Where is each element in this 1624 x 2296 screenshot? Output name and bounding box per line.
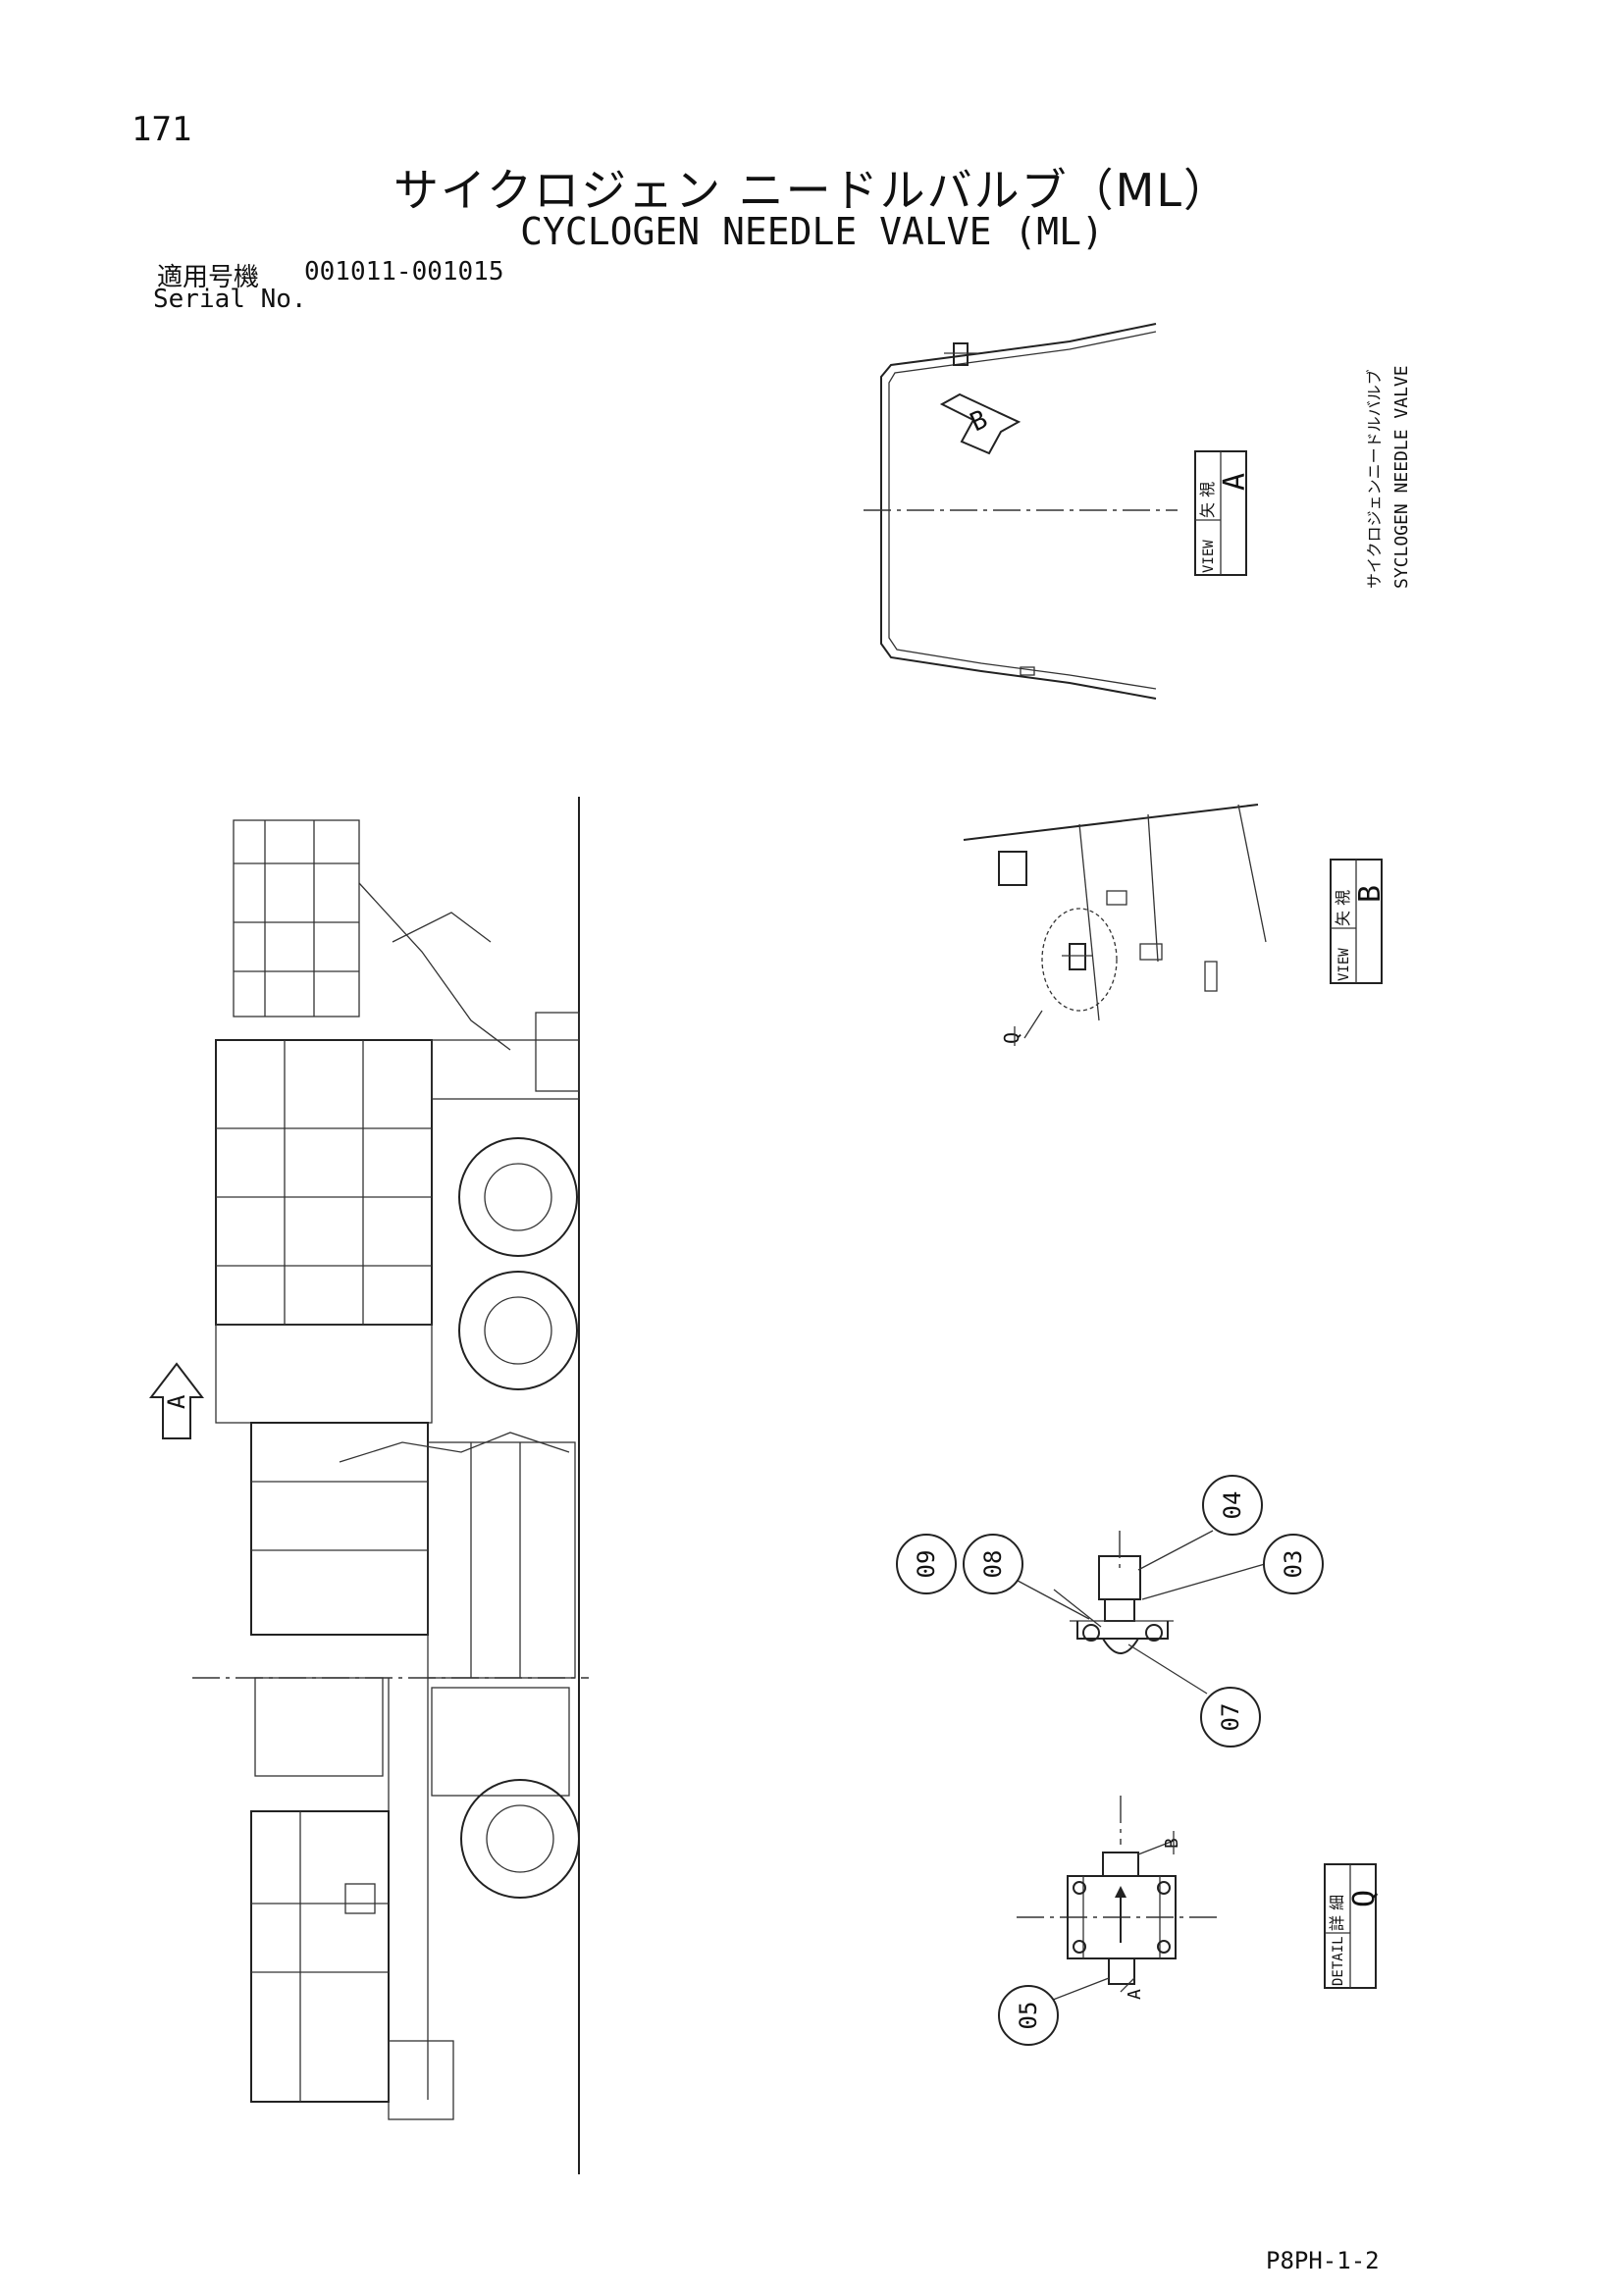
- part-callout-07: 07: [1200, 1687, 1261, 1748]
- detail-q-label: 詳 細 DETAIL Q: [1324, 1863, 1382, 1989]
- view-a-frame-drawing: B: [864, 323, 1178, 700]
- side-label-japanese: サイクロジェンニードルバルブ: [1365, 369, 1384, 589]
- callout-label-05: 05: [1015, 2002, 1042, 2030]
- callout-label-04: 04: [1219, 1491, 1246, 1520]
- arrow-a-letter: A: [163, 1394, 190, 1409]
- view-a-letter: A: [1218, 473, 1252, 491]
- page-title-japanese: サイクロジェン ニードルバルブ（ML）: [393, 164, 1231, 217]
- view-a-label: 矢 視 VIEW A: [1194, 450, 1252, 576]
- port-a-label: A: [1125, 1989, 1145, 2000]
- detail-q-drawing: B A: [1017, 1796, 1217, 2003]
- detail-q-label-japanese: 詳 細: [1328, 1895, 1346, 1931]
- part-callout-04: 04: [1202, 1475, 1263, 1536]
- view-b-label-japanese: 矢 視: [1334, 890, 1352, 926]
- side-part-label: サイクロジェンニードルバルブ SYCLOGEN NEEDLE VALVE: [1365, 365, 1412, 589]
- view-b-letter: B: [1353, 885, 1388, 903]
- serial-label-japanese: 適用号機: [157, 263, 260, 292]
- valve-symbol-view-a: [944, 342, 977, 366]
- detail-q-label-english: DETAIL: [1331, 1936, 1346, 1986]
- view-b-label: 矢 視 VIEW B: [1330, 859, 1388, 984]
- part-callout-03: 03: [1263, 1534, 1324, 1594]
- callout-label-03: 03: [1280, 1550, 1307, 1579]
- crane-vehicle-side-view: A: [148, 797, 589, 2174]
- side-label-english: SYCLOGEN NEEDLE VALVE: [1391, 365, 1412, 589]
- port-b-label: B: [1162, 1838, 1182, 1849]
- view-b-drawing: Q: [963, 804, 1267, 1046]
- page-title-english: CYCLOGEN NEEDLE VALVE (ML): [520, 210, 1104, 253]
- part-callout-09: 09: [896, 1534, 957, 1594]
- document-code: P8PH-1-2: [1266, 2247, 1380, 2274]
- callout-label-09: 09: [913, 1550, 940, 1579]
- callout-label-07: 07: [1217, 1703, 1244, 1732]
- view-a-direction-arrow: A: [148, 1362, 205, 1439]
- view-a-label-english: VIEW: [1201, 540, 1217, 573]
- part-callout-08: 08: [963, 1534, 1023, 1594]
- arrow-b-letter: B: [966, 405, 992, 439]
- view-a-label-japanese: 矢 視: [1198, 482, 1217, 518]
- serial-number-range: 001011-001015: [304, 257, 504, 287]
- view-b-label-english: VIEW: [1336, 948, 1352, 981]
- view-b-direction-arrow: B: [939, 392, 1022, 455]
- valve-assembly-drawing: [1004, 1530, 1273, 1695]
- page-number: 171: [131, 110, 192, 149]
- part-callout-05: 05: [998, 1985, 1059, 2046]
- detail-q-callout: Q: [1000, 1032, 1023, 1044]
- callout-label-08: 08: [979, 1550, 1007, 1579]
- detail-q-letter: Q: [1347, 1890, 1382, 1907]
- serial-label-english: Serial No.: [153, 285, 307, 314]
